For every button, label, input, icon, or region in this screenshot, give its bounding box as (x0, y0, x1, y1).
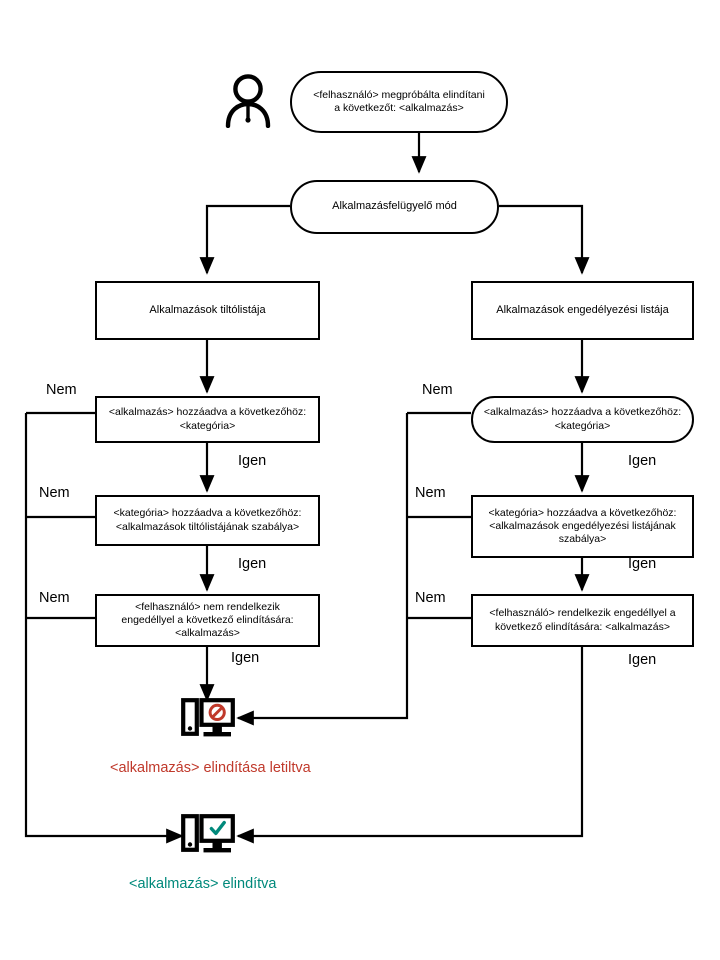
node-allowlist: Alkalmazások engedélyezési listája (471, 281, 694, 340)
node-left-category-in-rule-line1: <kategória> hozzáadva a következőhöz: (113, 507, 302, 520)
node-left-category-in-rule-line2: <alkalmazások tiltólistájának szabálya> (115, 520, 300, 533)
node-right-category-in-rule-line2: <alkalmazások engedélyezési listájának (489, 519, 676, 532)
edge-label-left-yes-2: Igen (238, 556, 267, 572)
user-person-icon (222, 72, 274, 129)
node-control-mode-label: Alkalmazásfelügyelő mód (332, 200, 457, 213)
edge-label-right-no-1: Nem (422, 382, 453, 398)
edge-label-right-yes-2: Igen (628, 556, 657, 572)
edge-label-left-no-2: Nem (39, 485, 70, 501)
edge-label-right-no-2: Nem (415, 485, 446, 501)
node-right-user-has-permission: <felhasználó> rendelkezik engedéllyel a … (471, 594, 694, 647)
node-left-user-no-permission-line1: <felhasználó> nem rendelkezik (135, 600, 280, 613)
node-start: <felhasználó> megpróbálta elindítani a k… (290, 71, 508, 133)
node-right-user-has-permission-line1: <felhasználó> rendelkezik engedéllyel a (489, 607, 676, 620)
node-right-app-in-category-line1: <alkalmazás> hozzáadva a következőhöz: (483, 406, 682, 419)
node-denylist: Alkalmazások tiltólistája (95, 281, 320, 340)
node-start-line2: a következőt: <alkalmazás> (334, 102, 464, 114)
node-control-mode: Alkalmazásfelügyelő mód (290, 180, 499, 234)
edge-label-right-yes-3: Igen (628, 652, 657, 668)
monitor-allowed-icon (181, 814, 235, 858)
node-start-line1: <felhasználó> megpróbálta elindítani (313, 88, 485, 101)
node-right-user-has-permission-line2: következő elindítására: <alkalmazás> (494, 620, 671, 633)
edge-label-left-no-1: Nem (46, 382, 77, 398)
node-right-category-in-rule: <kategória> hozzáadva a következőhöz: <a… (471, 495, 694, 558)
node-denylist-label: Alkalmazások tiltólistája (149, 303, 266, 316)
node-right-category-in-rule-line3: szabálya> (558, 533, 607, 546)
node-right-app-in-category-line2: <kategória> (554, 419, 611, 432)
outcome-blocked-text: <alkalmazás> elindítása letiltva (110, 760, 311, 776)
node-left-app-in-category-line1: <alkalmazás> hozzáadva a következőhöz: (108, 406, 307, 419)
edge-label-left-no-3: Nem (39, 590, 70, 606)
monitor-blocked-icon (181, 698, 235, 742)
outcome-allowed-text: <alkalmazás> elindítva (129, 876, 277, 892)
node-left-user-no-permission-line3: <alkalmazás> (175, 627, 240, 640)
node-allowlist-label: Alkalmazások engedélyezési listája (496, 303, 669, 316)
edge-label-right-yes-1: Igen (628, 453, 657, 469)
node-right-category-in-rule-line1: <kategória> hozzáadva a következőhöz: (488, 506, 677, 519)
node-left-category-in-rule: <kategória> hozzáadva a következőhöz: <a… (95, 495, 320, 546)
node-left-app-in-category: <alkalmazás> hozzáadva a következőhöz: <… (95, 396, 320, 443)
node-left-user-no-permission-line2: engedéllyel a következő elindítására: (121, 613, 294, 626)
node-right-app-in-category: <alkalmazás> hozzáadva a következőhöz: <… (471, 396, 694, 443)
edge-label-left-yes-1: Igen (238, 453, 267, 469)
edge-label-left-yes-3: Igen (231, 650, 260, 666)
node-left-app-in-category-line2: <kategória> (179, 419, 236, 432)
node-left-user-no-permission: <felhasználó> nem rendelkezik engedéllye… (95, 594, 320, 647)
edge-label-right-no-3: Nem (415, 590, 446, 606)
